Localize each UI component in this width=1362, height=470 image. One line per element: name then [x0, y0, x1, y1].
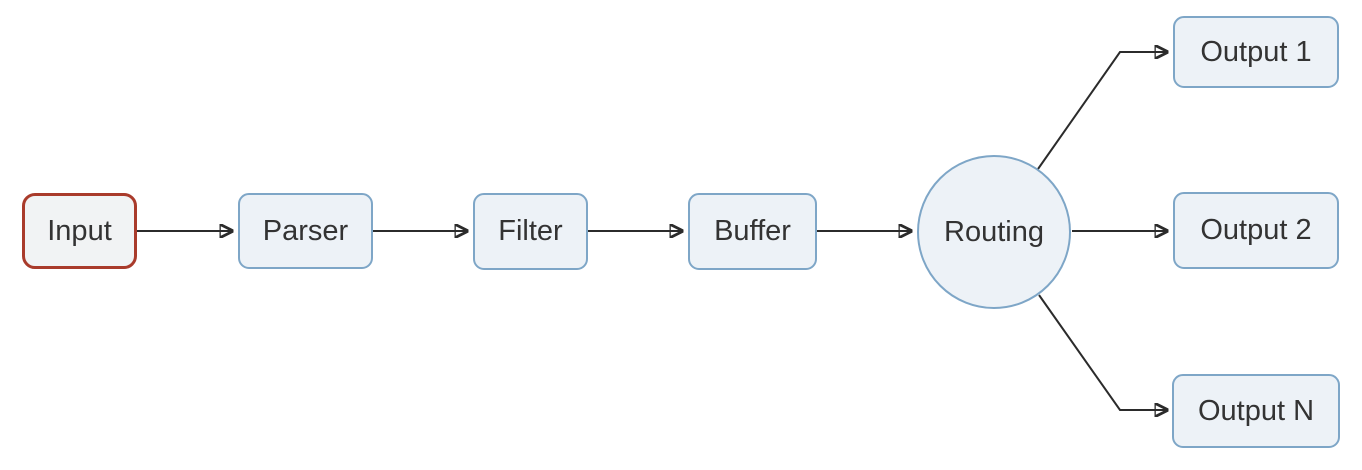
edge-routing-outputn: [1038, 294, 1167, 410]
node-input-label: Input: [47, 214, 112, 247]
node-buffer-label: Buffer: [714, 215, 791, 247]
node-parser-label: Parser: [262, 214, 349, 247]
node-routing: Routing: [917, 155, 1071, 309]
node-parser: Parser: [238, 193, 373, 269]
node-output-n: Output N: [1172, 374, 1340, 448]
node-output-1: Output 1: [1173, 16, 1339, 88]
node-input: Input: [22, 193, 137, 269]
node-buffer: Buffer: [688, 193, 817, 270]
node-filter: Filter: [473, 193, 588, 270]
node-filter-label: Filter: [498, 215, 563, 247]
edge-routing-output1: [1037, 52, 1167, 170]
node-routing-label: Routing: [944, 215, 1044, 248]
node-output-2: Output 2: [1173, 192, 1339, 269]
node-output-2-label: Output 2: [1200, 214, 1312, 246]
node-output-1-label: Output 1: [1200, 35, 1312, 68]
node-output-n-label: Output N: [1197, 394, 1315, 427]
